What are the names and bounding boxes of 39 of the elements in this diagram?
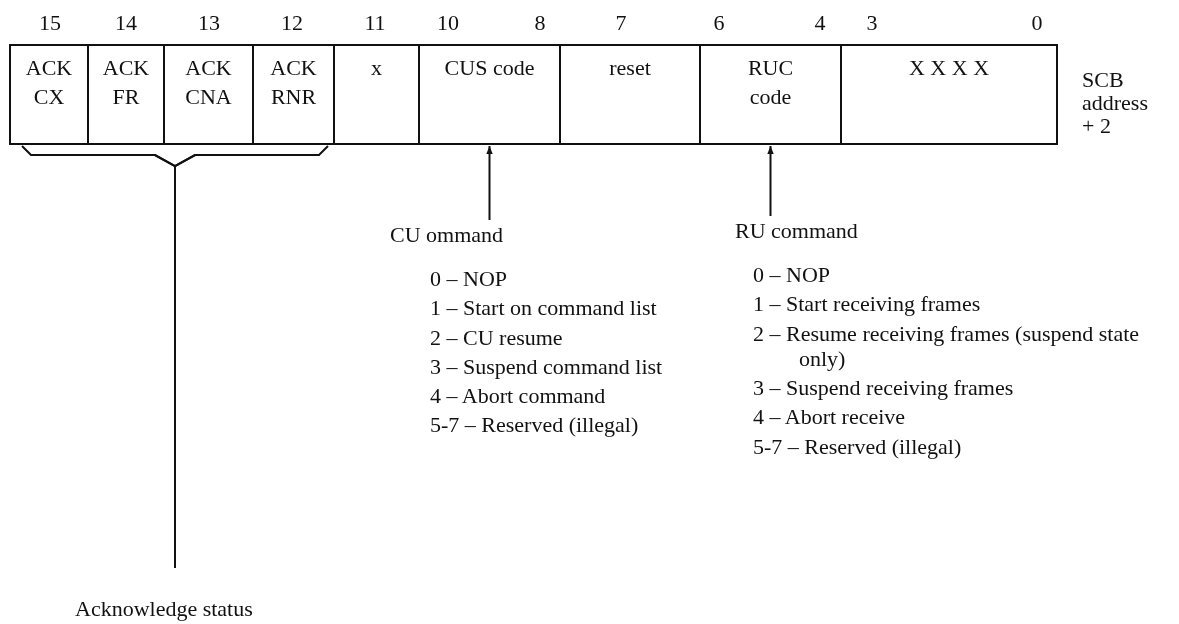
register-field: ACK CX (9, 44, 89, 145)
list-item: 1 – Start on command list (430, 295, 658, 321)
register-field: RUC code (699, 44, 842, 145)
register-field: ACK FR (87, 44, 165, 145)
bit-number: 14 (115, 10, 137, 36)
list-item: 2 – Resume receiving frames (suspend state only) (753, 320, 1141, 372)
bit-number: 3 (866, 10, 878, 36)
caption-text: Acknowledge status (75, 596, 253, 622)
bit-number: 11 (364, 10, 386, 36)
bit-number: 12 (281, 10, 303, 36)
register-field: CUS code (418, 44, 561, 145)
register-field: X X X X (840, 44, 1058, 145)
bit-number: 8 (534, 10, 546, 36)
list-heading: RU command (735, 218, 858, 244)
register-field: x (333, 44, 420, 145)
register-address: SCB address + 2 (1082, 68, 1149, 138)
list-item: 4 – Abort receive (753, 404, 907, 430)
bit-number: 0 (1031, 10, 1043, 36)
bit-number: 7 (615, 10, 627, 36)
list-item: 1 – Start receiving frames (753, 291, 982, 317)
arrow (486, 145, 493, 221)
bit-number: 6 (713, 10, 725, 36)
list-item: 3 – Suspend receiving frames (753, 375, 1015, 401)
list-item: 2 – CU resume (430, 324, 564, 350)
list-item: 4 – Abort command (430, 383, 607, 409)
list-item: 5-7 – Reserved (illegal) (753, 433, 963, 460)
list-item: 0 – NOP (430, 266, 508, 292)
register-field: ACK RNR (252, 44, 335, 145)
bit-number: 4 (814, 10, 826, 36)
register-field: ACK CNA (163, 44, 254, 145)
bit-number: 13 (198, 10, 220, 36)
list-item: 5-7 – Reserved (illegal) (430, 412, 640, 438)
list-heading: CU ommand (390, 222, 504, 248)
list-item: 3 – Suspend command list (430, 353, 664, 380)
list-item: 0 – NOP (753, 262, 831, 288)
arrow (767, 145, 774, 217)
bit-number: 15 (39, 10, 61, 36)
bit-number: 10 (437, 10, 459, 36)
register-field: reset (559, 44, 701, 145)
